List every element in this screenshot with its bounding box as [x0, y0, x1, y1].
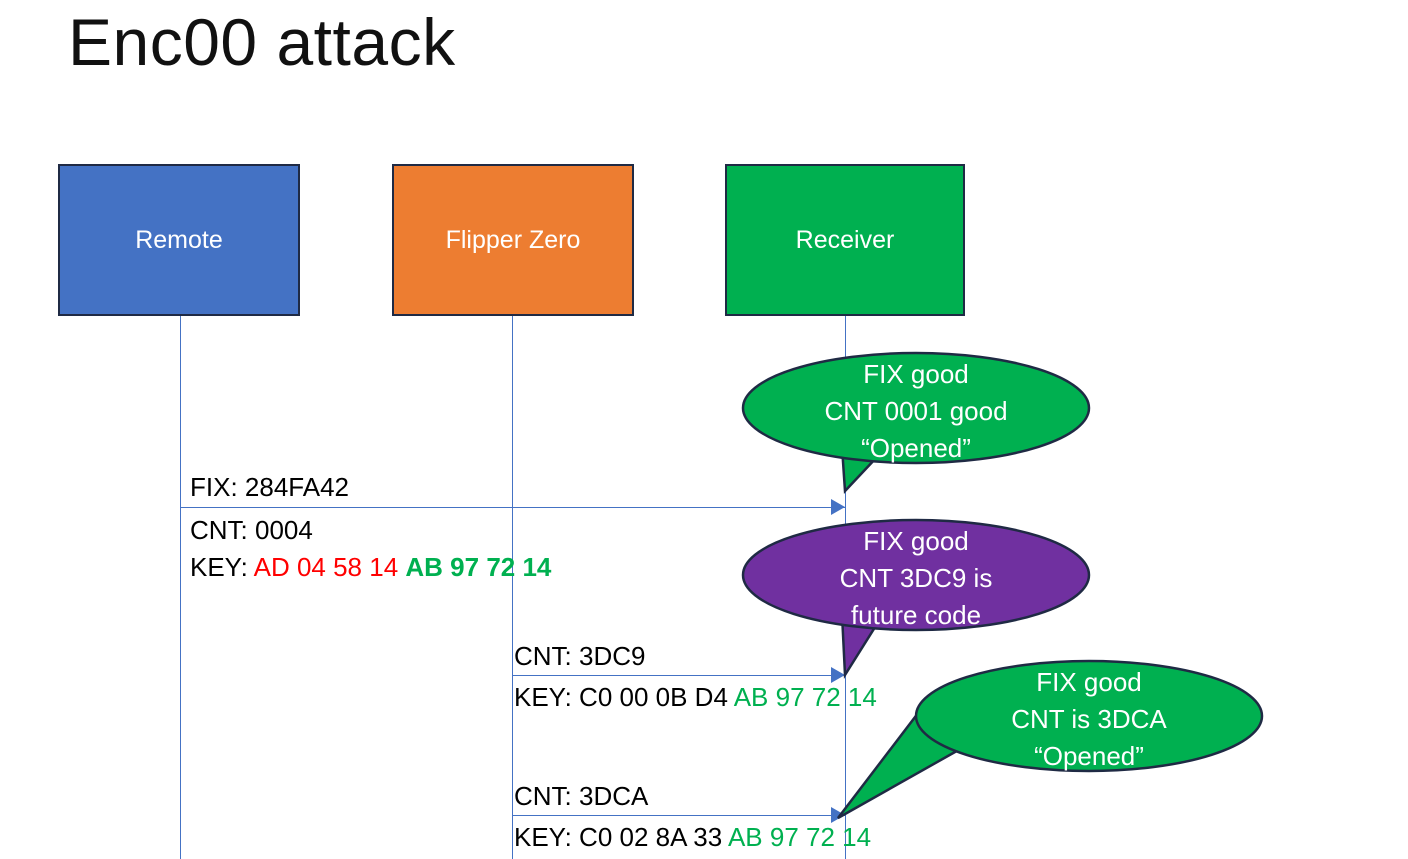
actor-box-flipper[interactable]: Flipper Zero	[392, 164, 634, 316]
arrowhead-icon-1	[831, 499, 845, 515]
key-shared-bytes-2: AB 97 72 14	[733, 682, 877, 712]
key-prefix-2: KEY: C0 00 0B D4	[514, 682, 734, 712]
arrowhead-icon-2	[831, 667, 845, 683]
page-title: Enc00 attack	[68, 5, 456, 79]
message-2-key-label: KEY: C0 00 0B D4 AB 97 72 14	[514, 680, 877, 714]
actor-label-receiver: Receiver	[795, 225, 895, 254]
key-shared-bytes-3: AB 97 72 14	[727, 822, 872, 852]
key-old-bytes-1: AD 04 58 14	[253, 552, 399, 582]
actor-label-remote: Remote	[135, 225, 223, 254]
lifeline-remote	[180, 316, 181, 859]
actor-box-receiver[interactable]: Receiver	[725, 164, 965, 316]
key-prefix-1: KEY:	[190, 552, 254, 582]
message-2-cnt-label: CNT: 3DC9	[514, 641, 646, 671]
key-shared-bytes-1: AB 97 72 14	[405, 552, 552, 582]
message-3-key-label: KEY: C0 02 8A 33 AB 97 72 14	[514, 820, 871, 854]
message-arrow-2	[512, 675, 845, 676]
message-3-cnt-label: CNT: 3DCA	[514, 781, 649, 811]
callout-body-3	[914, 659, 1264, 773]
callout-bubble-1[interactable]: FIX good CNT 0001 good “Opened”	[741, 351, 1091, 494]
message-1-fix-label: FIX: 284FA42	[190, 472, 349, 502]
key-prefix-3: KEY: C0 02 8A 33	[514, 822, 728, 852]
message-arrow-1	[180, 507, 845, 508]
callout-body-2	[741, 518, 1091, 632]
arrowhead-icon-3	[831, 807, 845, 823]
actor-box-remote[interactable]: Remote	[58, 164, 300, 316]
message-arrow-3	[512, 815, 845, 816]
callout-body-1	[741, 351, 1091, 465]
lifeline-flipper	[512, 316, 513, 859]
actor-label-flipper: Flipper Zero	[445, 225, 581, 254]
message-1-cnt-label: CNT: 0004	[190, 515, 313, 545]
callout-bubble-3[interactable]: FIX good CNT is 3DCA “Opened”	[837, 659, 1264, 820]
message-1-key-label: KEY: AD 04 58 14 AB 97 72 14	[190, 550, 551, 584]
callout-bubble-2[interactable]: FIX good CNT 3DC9 is future code	[741, 518, 1091, 680]
